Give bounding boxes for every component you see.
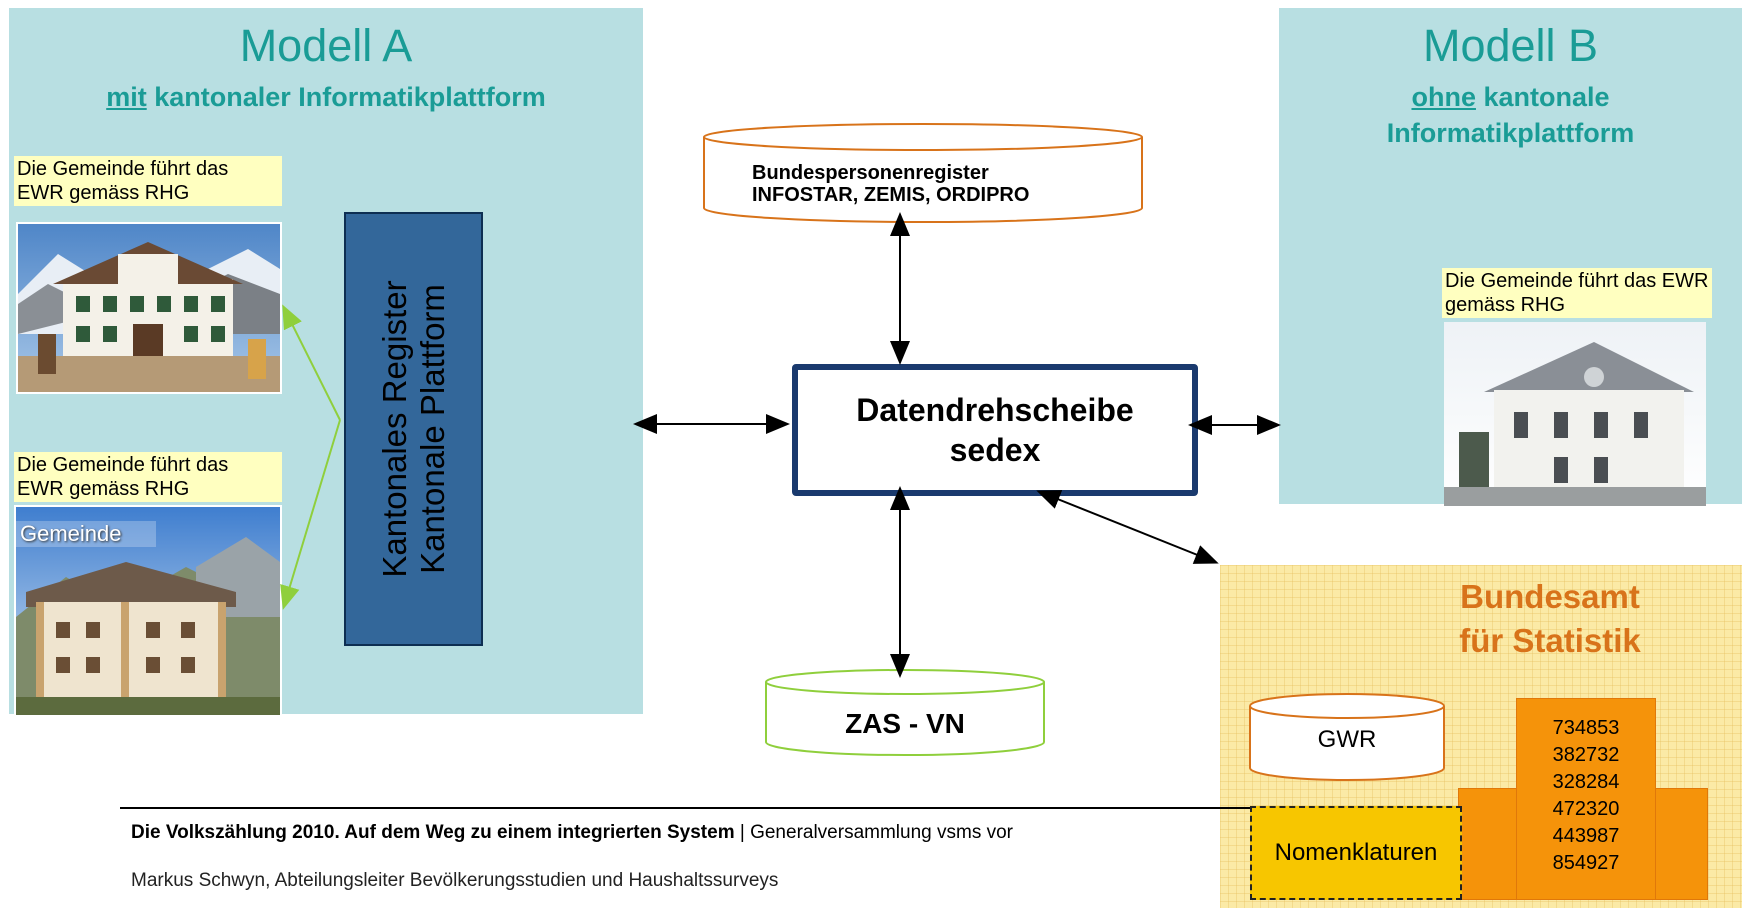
model-a-note-top: Die Gemeinde führt das EWR gemäss RHG bbox=[14, 156, 282, 206]
federal-person-register: Bundespersonenregister INFOSTAR, ZEMIS, … bbox=[702, 122, 1144, 226]
federal-person-register-list: INFOSTAR, ZEMIS, ORDIPRO bbox=[752, 184, 1030, 206]
gemeinde-photo-label: Gemeinde bbox=[20, 521, 122, 546]
statistics-number: 382732 bbox=[1552, 744, 1620, 766]
model-a-subtitle-rest: kantonaler Informatikplattform bbox=[146, 82, 546, 112]
statistics-number: 328284 bbox=[1552, 771, 1620, 793]
model-a-title: Modell A bbox=[239, 20, 413, 71]
footer-divider bbox=[120, 807, 1270, 809]
model-b-subtitle-underlined: ohne bbox=[1411, 82, 1476, 112]
municipality-photo-bottom: Gemeinde bbox=[14, 505, 282, 717]
model-b-subtitle-line2: Informatikplattform bbox=[1386, 118, 1635, 148]
footer-title-bold: Die Volkszählung 2010. Auf dem Weg zu ei… bbox=[131, 822, 735, 843]
statistics-numbers: 734853 382732 328284 472320 443987 85492… bbox=[1517, 715, 1655, 877]
statistics-number: 734853 bbox=[1552, 717, 1620, 739]
model-b-subtitle-rest: kantonale bbox=[1475, 82, 1610, 112]
gwr-label: GWR bbox=[1317, 726, 1377, 753]
model-b-subtitle-line1: ohne kantonale bbox=[1279, 80, 1742, 114]
zas-vn-database: ZAS - VN bbox=[764, 668, 1046, 758]
gwr-database: GWR bbox=[1248, 692, 1446, 782]
footer-title-rest: | Generalversammlung vsms vor bbox=[734, 822, 1013, 843]
statistics-number: 472320 bbox=[1552, 798, 1620, 820]
green-connector-bottom bbox=[280, 419, 341, 610]
model-b-title: Modell B bbox=[1422, 20, 1599, 71]
zas-vn-label: ZAS - VN bbox=[845, 708, 965, 739]
arrow-hub-bfs bbox=[1036, 490, 1219, 564]
model-a-note-bottom: Die Gemeinde führt das EWR gemäss RHG bbox=[14, 452, 282, 502]
bfs-title-line1: Bundesamt bbox=[1460, 578, 1640, 615]
statistics-number: 854927 bbox=[1552, 852, 1620, 874]
statistics-number: 443987 bbox=[1552, 825, 1620, 847]
nomenklaturen-label-overlay: Nomenklaturen bbox=[1274, 839, 1438, 866]
model-a-subtitle: mit kantonaler Informatikplattform bbox=[9, 80, 643, 114]
green-connector-top bbox=[282, 304, 341, 421]
gwr-cylinder bbox=[1249, 693, 1445, 781]
footer-author: Markus Schwyn, Abteilungsleiter Bevölker… bbox=[131, 870, 779, 891]
hub-subtitle: sedex bbox=[949, 432, 1041, 468]
hub-title: Datendrehscheibe bbox=[856, 392, 1134, 428]
bfs-title: Bundesamt für Statistik bbox=[1400, 575, 1700, 663]
federal-person-register-title: Bundespersonenregister bbox=[752, 162, 989, 184]
bfs-title-line2: für Statistik bbox=[1459, 622, 1641, 659]
nomenklaturen-box-overlay: Nomenklaturen bbox=[1250, 806, 1462, 900]
municipality-photo-top bbox=[16, 222, 282, 394]
footer-title: Die Volkszählung 2010. Auf dem Weg zu ei… bbox=[131, 822, 1013, 844]
model-a-subtitle-underlined: mit bbox=[106, 82, 147, 112]
federal-person-register-label: Bundespersonenregister INFOSTAR, ZEMIS, … bbox=[752, 162, 1029, 206]
model-b-note: Die Gemeinde führt das EWR gemäss RHG bbox=[1442, 268, 1712, 318]
municipality-photo-model-b bbox=[1444, 322, 1706, 506]
zas-vn-cylinder bbox=[765, 669, 1045, 756]
cantonal-platform-box: Kantonales Register Kantonale Plattform bbox=[344, 212, 483, 646]
federal-person-register-cylinder bbox=[703, 123, 1143, 223]
statistics-block-tall: 734853 382732 328284 472320 443987 85492… bbox=[1516, 698, 1656, 900]
